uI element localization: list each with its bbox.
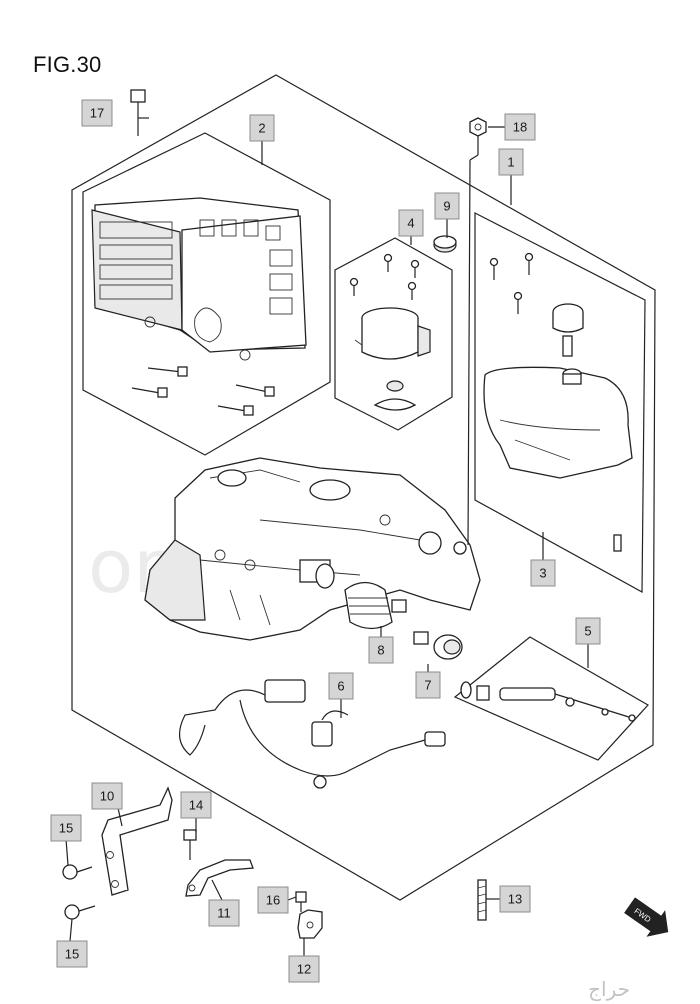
svg-text:15: 15	[59, 821, 73, 836]
callout-11: 11	[208, 899, 240, 927]
svg-text:9: 9	[443, 199, 450, 214]
haraj-logo: حراج	[588, 977, 630, 1001]
speed-sensor	[460, 681, 636, 722]
subassembly-box-3	[474, 212, 646, 594]
svg-text:8: 8	[377, 643, 384, 658]
callout-16: 16	[257, 886, 289, 914]
svg-text:3: 3	[539, 566, 546, 581]
subassembly-box-4	[334, 237, 453, 431]
forward-arrow-icon: FWD	[624, 897, 669, 937]
svg-text:16: 16	[266, 893, 280, 908]
svg-text:6: 6	[337, 679, 344, 694]
seal-cap	[433, 235, 457, 253]
subassembly-box-5	[453, 636, 649, 761]
svg-text:2: 2	[258, 121, 265, 136]
bolt-14	[183, 829, 197, 860]
svg-text:13: 13	[508, 892, 522, 907]
fluid-reservoir	[483, 303, 633, 552]
pump-motor	[354, 307, 431, 411]
svg-text:10: 10	[100, 789, 114, 804]
bracket-12	[297, 909, 323, 939]
motor-screws	[349, 253, 420, 300]
callout-15-upper: 15	[50, 814, 82, 842]
callout-8: 8	[368, 636, 394, 664]
callout-15-lower: 15	[56, 940, 88, 968]
svg-text:18: 18	[513, 120, 527, 135]
svg-text:4: 4	[407, 216, 414, 231]
svg-text:7: 7	[424, 678, 431, 693]
ecu-control-unit	[91, 197, 307, 361]
callout-6: 6	[328, 672, 354, 700]
wiring-harness	[179, 679, 446, 789]
callout-1: 1	[498, 148, 524, 176]
bolt-16	[295, 891, 307, 912]
rubber-boot	[344, 581, 407, 630]
leader-lines	[65, 117, 589, 956]
callout-18: 18	[504, 113, 536, 141]
figure-title: FIG.30	[33, 52, 102, 77]
bracket-11	[185, 859, 254, 897]
assembly-outline	[71, 74, 656, 901]
ecu-mounting-screws	[131, 366, 275, 416]
callout-2: 2	[249, 114, 275, 142]
svg-text:11: 11	[217, 906, 231, 921]
callout-10: 10	[91, 782, 123, 810]
callout-4: 4	[398, 209, 424, 237]
bolt-15-upper	[62, 864, 93, 880]
callout-13: 13	[499, 885, 531, 913]
bolt-15-lower	[64, 904, 96, 920]
hose-fitting	[413, 631, 463, 660]
svg-text:5: 5	[584, 624, 591, 639]
callout-3: 3	[530, 559, 556, 587]
callout-12: 12	[288, 955, 320, 983]
callout-17: 17	[81, 99, 113, 127]
bracket-10	[101, 786, 173, 896]
svg-text:17: 17	[90, 106, 104, 121]
hydraulic-body	[144, 457, 481, 641]
svg-text:12: 12	[297, 962, 311, 977]
svg-text:1: 1	[507, 155, 514, 170]
callout-9: 9	[434, 192, 460, 220]
svg-text:15: 15	[65, 947, 79, 962]
svg-text:14: 14	[189, 798, 203, 813]
callout-7: 7	[415, 671, 441, 699]
callout-14: 14	[180, 791, 212, 819]
bolt-13	[477, 879, 487, 921]
nut-18	[469, 117, 487, 137]
subassembly-box-2	[82, 132, 331, 456]
bolt-17	[130, 89, 146, 136]
callout-5: 5	[575, 617, 601, 645]
reservoir-screws	[489, 252, 534, 314]
